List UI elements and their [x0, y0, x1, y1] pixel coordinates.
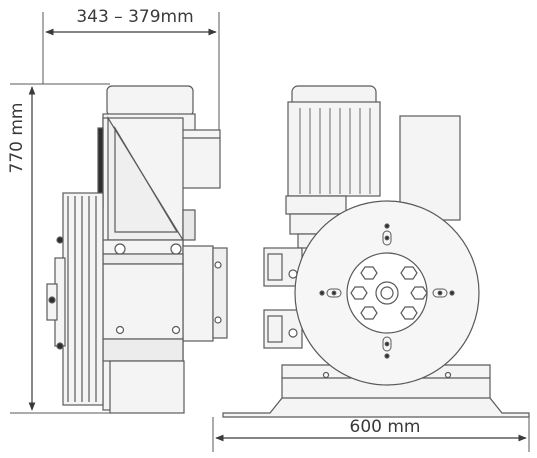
dimension-width: 343 – 379mm	[42, 7, 220, 134]
width-range-label: 343 – 379mm	[76, 7, 193, 27]
dimension-length: 600 mm	[212, 417, 530, 452]
front-view	[222, 85, 530, 418]
height-label: 770 mm	[7, 103, 27, 174]
dimension-height: 770 mm	[7, 83, 110, 414]
side-view	[46, 85, 228, 414]
length-label: 600 mm	[350, 417, 421, 437]
